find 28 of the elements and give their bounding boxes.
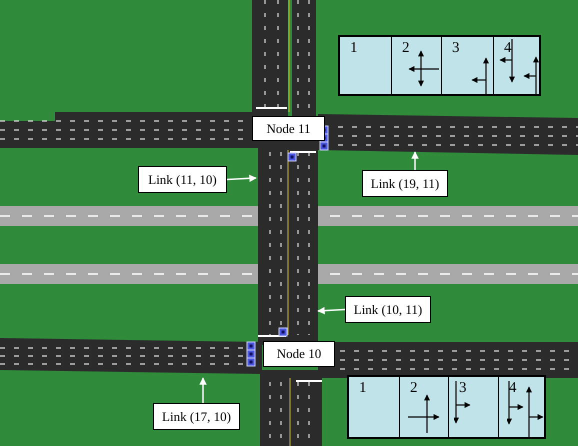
phase-number: 2 [410,379,418,398]
label-box [153,403,240,430]
label-box [138,166,227,193]
leader-arrow [317,306,346,314]
phase-number: 2 [402,39,410,58]
phase-number: 3 [459,379,466,398]
phase-number: 4 [509,379,516,398]
label-box [263,341,335,367]
node-label: Node 11 [266,120,310,138]
leader-arrow [411,151,419,170]
node-label: Link (17, 10) [162,408,231,426]
signal-phase-panel [338,35,541,96]
phase-number: 1 [350,39,358,58]
leader-arrow [199,377,207,403]
node-label: Link (10, 11) [354,300,422,319]
phase-number: 1 [359,379,366,398]
label-box [345,296,431,323]
phase-number: 3 [452,39,460,58]
label-box [252,116,325,141]
node-label: Link (11, 10) [148,170,217,189]
signal-phase-panel [347,375,546,439]
phase-cell [391,37,441,96]
label-box [362,170,448,197]
phase-cell [498,377,546,439]
node-label: Link (19, 11) [370,174,440,193]
leader-arrow [226,174,257,182]
node-label: Node 10 [276,345,322,364]
phase-number: 4 [504,39,512,58]
